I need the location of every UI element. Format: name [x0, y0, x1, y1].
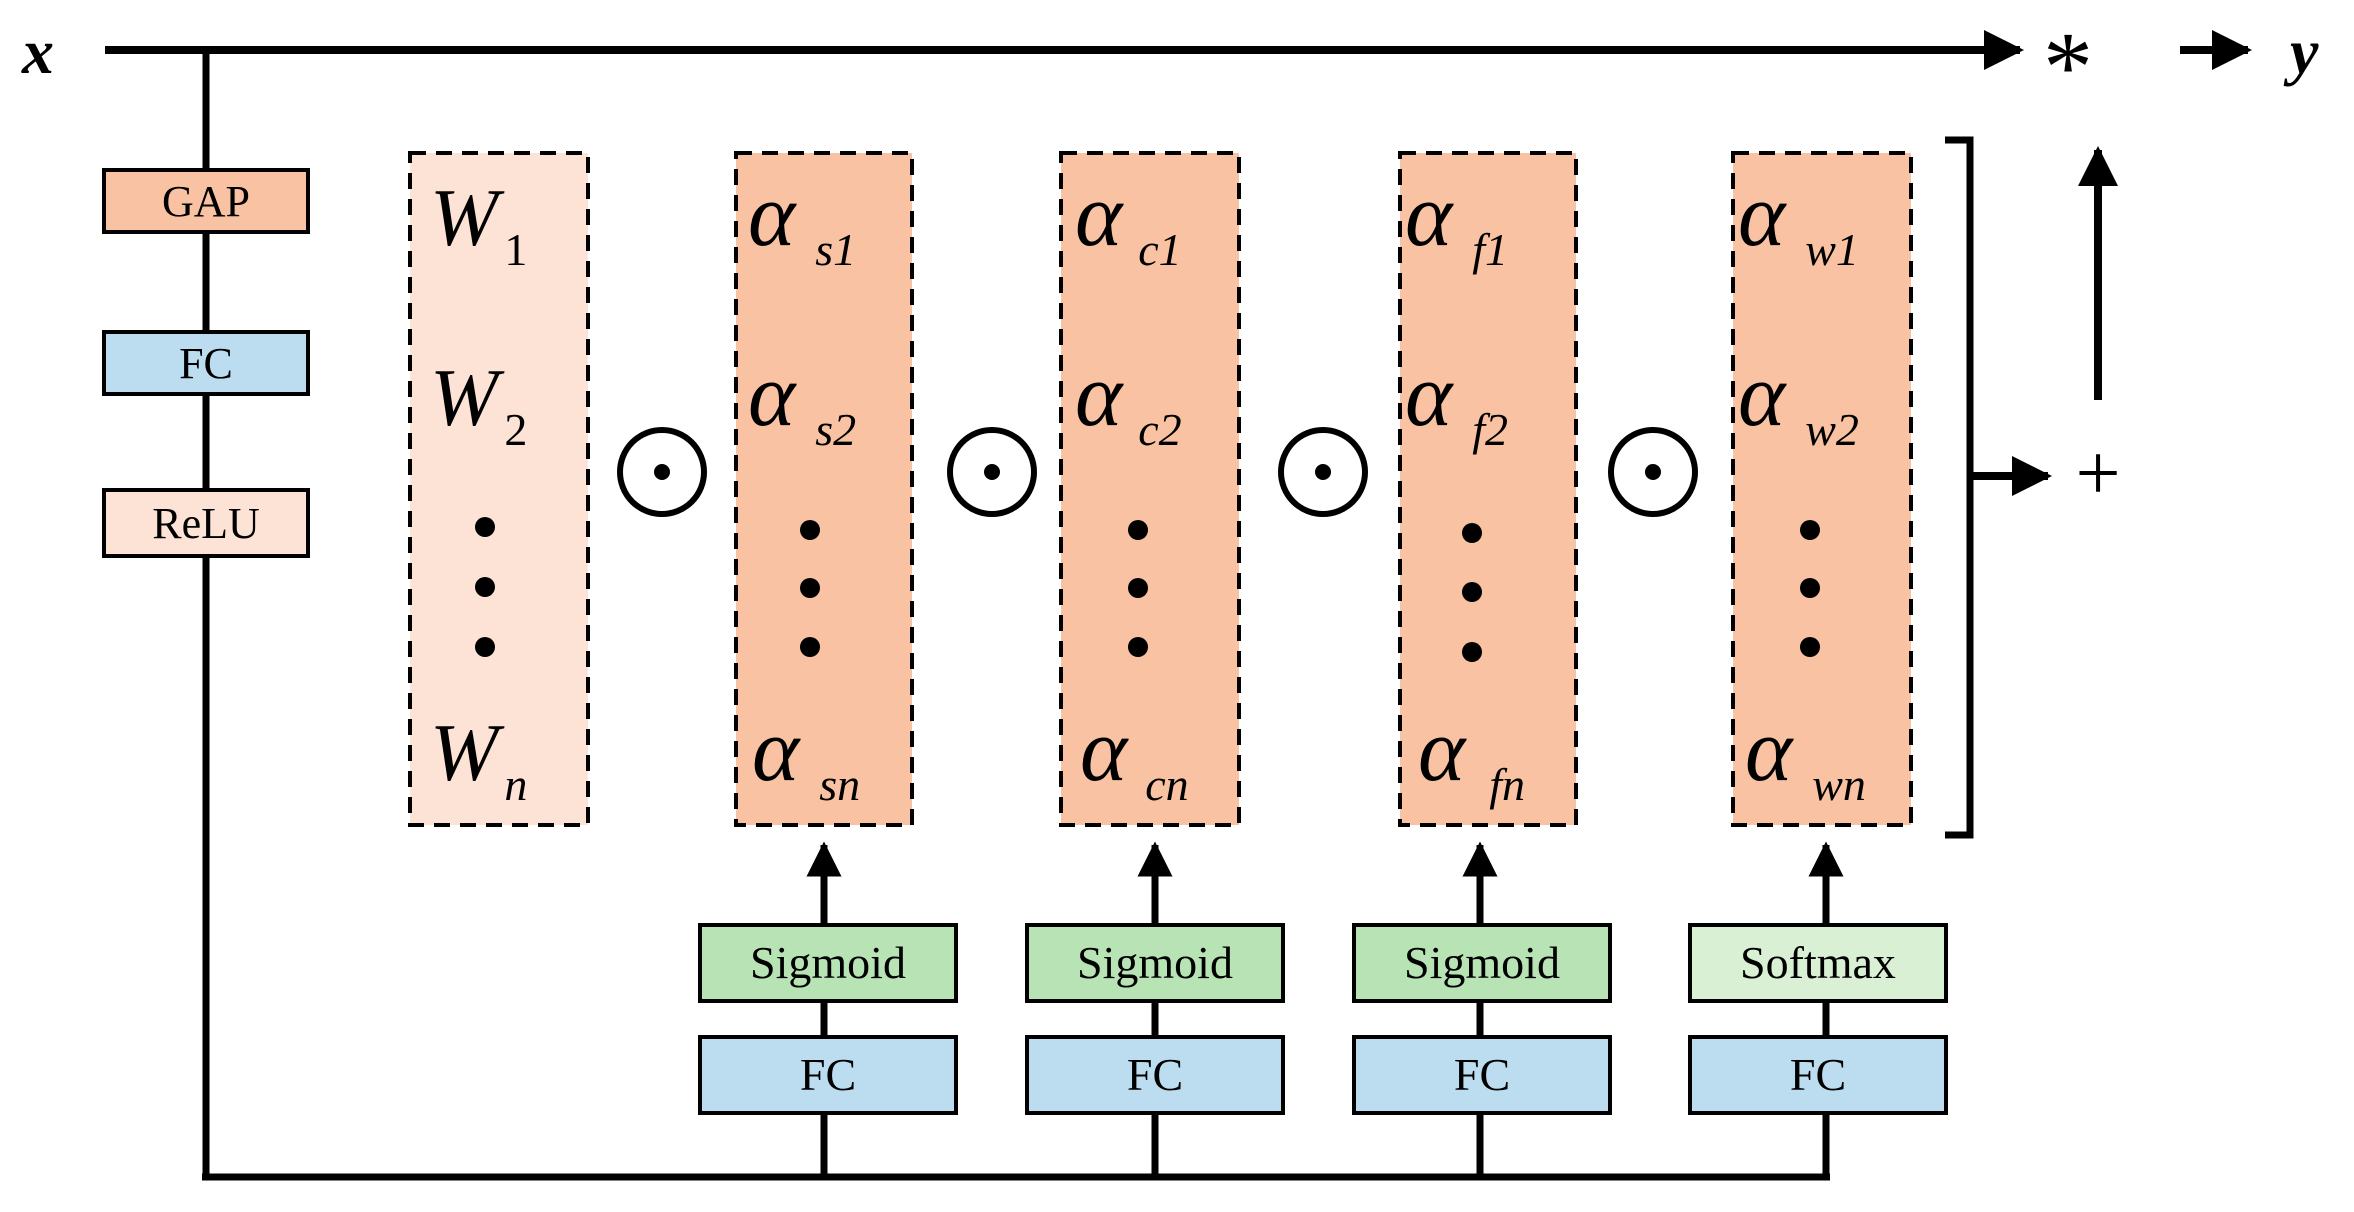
multiply-symbol: *	[2043, 11, 2093, 122]
fc-label-s: FC	[800, 1049, 856, 1100]
ellipsis-dot	[1128, 578, 1148, 598]
fc-label-f: FC	[1454, 1049, 1510, 1100]
gap-label: GAP	[162, 177, 250, 226]
ellipsis-dot	[1128, 637, 1148, 657]
sigmoid-block-s: Sigmoid	[698, 923, 958, 1003]
ellipsis-dot	[475, 517, 495, 537]
hadamard-operator-1	[617, 427, 707, 517]
output-label: y	[2283, 16, 2319, 87]
softmax-block-w: Softmax	[1688, 923, 1948, 1003]
relu-label: ReLU	[152, 499, 260, 548]
sigmoid-block-f: Sigmoid	[1352, 923, 1612, 1003]
softmax-label-w: Softmax	[1740, 937, 1896, 988]
fc-block-f: FC	[1352, 1035, 1612, 1115]
hadamard-operator-3	[1278, 427, 1368, 517]
sum-bracket	[1945, 136, 1974, 839]
ellipsis-dot	[800, 520, 820, 540]
sigmoid-label-f: Sigmoid	[1404, 937, 1560, 988]
hadamard-operator-4	[1608, 427, 1698, 517]
ellipsis-dot	[1128, 520, 1148, 540]
ellipsis-dot	[1462, 642, 1482, 662]
relu-block: ReLU	[102, 488, 310, 558]
ellipsis-dot	[1800, 520, 1820, 540]
ellipsis-dot	[1800, 637, 1820, 657]
plus-symbol: +	[2075, 430, 2120, 518]
ellipsis-dot	[475, 637, 495, 657]
ellipsis-dot	[800, 578, 820, 598]
gap-block: GAP	[102, 168, 310, 234]
ellipsis-dot	[1462, 523, 1482, 543]
ellipsis-dot	[1462, 582, 1482, 602]
ellipsis-dot	[800, 637, 820, 657]
fc-label-w: FC	[1790, 1049, 1846, 1100]
sigmoid-label-s: Sigmoid	[750, 937, 906, 988]
fc-label-c: FC	[1127, 1049, 1183, 1100]
fc-block-stem: FC	[102, 330, 310, 396]
hadamard-operator-2	[947, 427, 1037, 517]
fc-label-stem: FC	[179, 339, 233, 388]
ellipsis-dot	[1800, 578, 1820, 598]
ellipsis-dot	[475, 577, 495, 597]
sigmoid-block-c: Sigmoid	[1025, 923, 1285, 1003]
fc-block-s: FC	[698, 1035, 958, 1115]
fc-block-w: FC	[1688, 1035, 1948, 1115]
fc-block-c: FC	[1025, 1035, 1285, 1115]
sigmoid-label-c: Sigmoid	[1077, 937, 1233, 988]
input-label: x	[21, 16, 54, 87]
